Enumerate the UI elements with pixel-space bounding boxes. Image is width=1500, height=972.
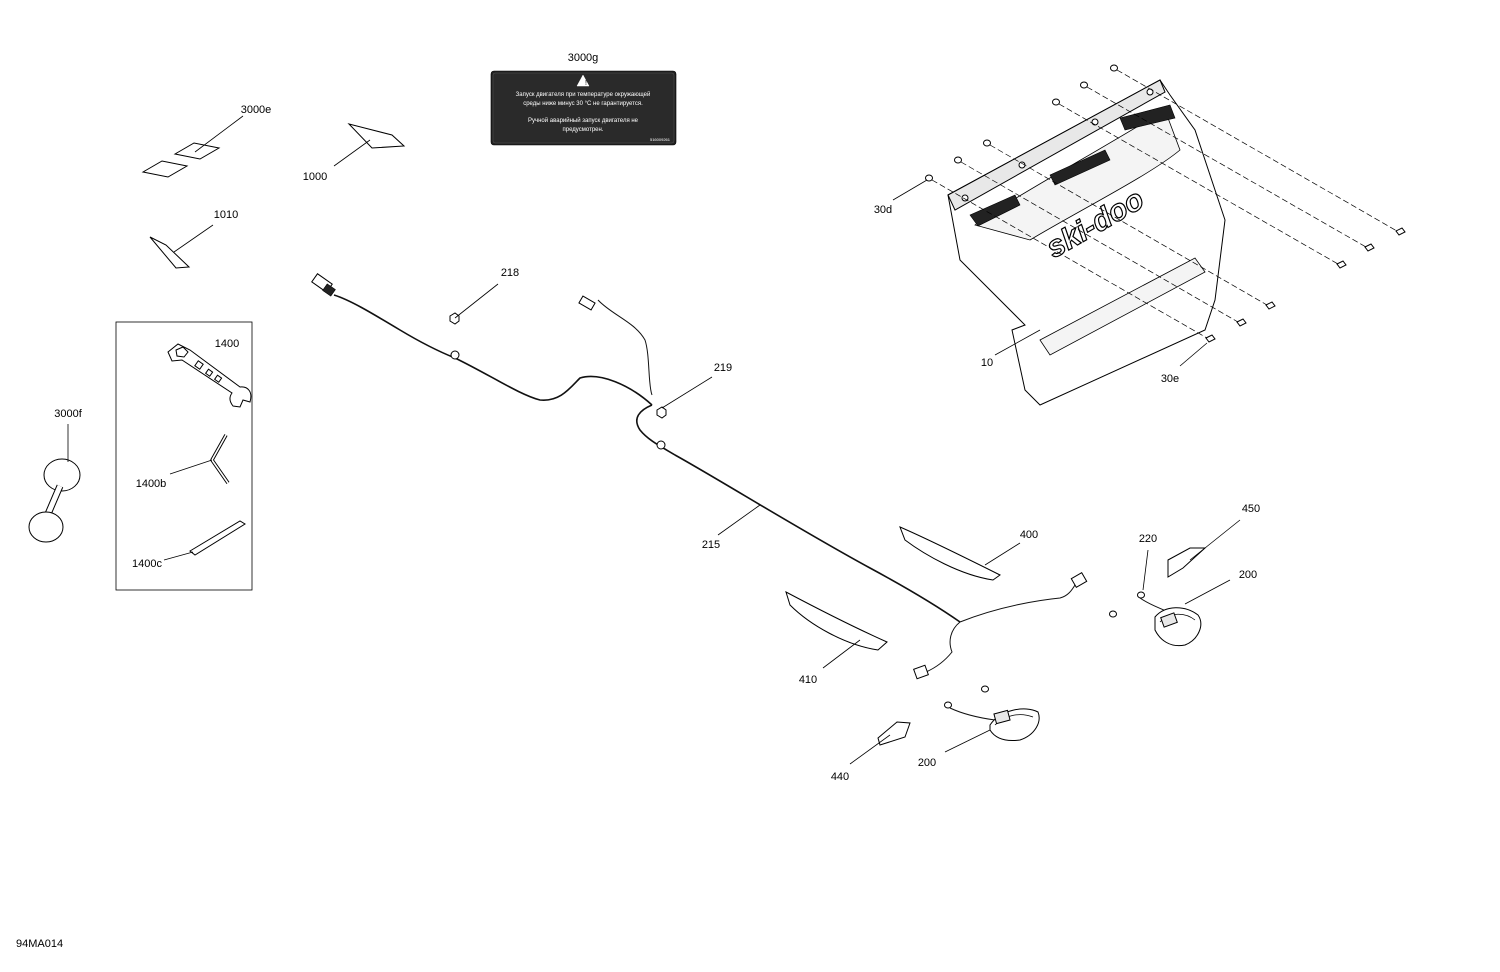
wiring-harness-215 (311, 273, 1088, 680)
callout-1400: 1400 (215, 338, 239, 350)
warning-decal-3000g: ! Запуск двигателя при температуре окруж… (490, 70, 677, 146)
wrench-1400 (167, 343, 252, 408)
decal-1010 (149, 224, 214, 269)
callout-10: 10 (981, 357, 993, 369)
callout-200-upper: 200 (1239, 569, 1257, 581)
callout-219: 219 (714, 362, 732, 374)
decal-450 (1167, 519, 1241, 578)
fastener-3000f (28, 424, 81, 543)
warning-triangle-icon (576, 74, 590, 87)
callout-1400c: 1400c (132, 558, 162, 570)
callout-30d: 30d (874, 204, 892, 216)
decal-text-line1: Запуск двигателя при температуре окружаю… (516, 91, 651, 98)
callout-1010: 1010 (214, 209, 238, 221)
callout-1000: 1000 (303, 171, 327, 183)
callout-410: 410 (799, 674, 817, 686)
light-200-upper (1109, 549, 1231, 647)
toolkit-box (115, 321, 253, 591)
diagram-id: 94MA014 (16, 938, 63, 950)
clip-218 (449, 283, 499, 360)
hex-key-1400b (169, 434, 230, 484)
callout-215: 215 (702, 539, 720, 551)
callout-1400b: 1400b (136, 478, 167, 490)
callout-220: 220 (1139, 533, 1157, 545)
decal-text-line2: среды ниже минус 30 °C не гарантируется. (523, 101, 643, 107)
decal-1000 (333, 123, 406, 167)
callout-30e: 30e (1161, 373, 1179, 385)
reflector-400 (899, 526, 1021, 581)
callout-3000f: 3000f (54, 408, 82, 420)
snow-flap-10: ski-doo (947, 79, 1226, 406)
callout-400: 400 (1020, 529, 1038, 541)
callout-200-lower: 200 (918, 757, 936, 769)
callout-450: 450 (1242, 503, 1260, 515)
decals-3000e (141, 115, 244, 178)
decal-text-line3: Ручной аварийный запуск двигателя не (528, 117, 639, 124)
leader-10 (994, 329, 1041, 356)
callout-3000e: 3000e (241, 104, 272, 116)
callout-440: 440 (831, 771, 849, 783)
decal-text-line4: предусмотрен. (563, 127, 604, 133)
svg-text:!: ! (585, 80, 587, 87)
strap-1400c (163, 520, 246, 561)
nut-220 (1137, 591, 1145, 599)
reflector-410 (785, 590, 888, 669)
clip-219 (656, 376, 713, 450)
callout-218: 218 (501, 267, 519, 279)
screws-30e (1179, 227, 1406, 367)
washers-30d (892, 64, 1398, 339)
decal-code: 516009261 (650, 137, 671, 142)
callout-3000g: 3000g (568, 52, 599, 64)
light-200-lower (944, 685, 1040, 753)
decal-440 (849, 721, 911, 765)
